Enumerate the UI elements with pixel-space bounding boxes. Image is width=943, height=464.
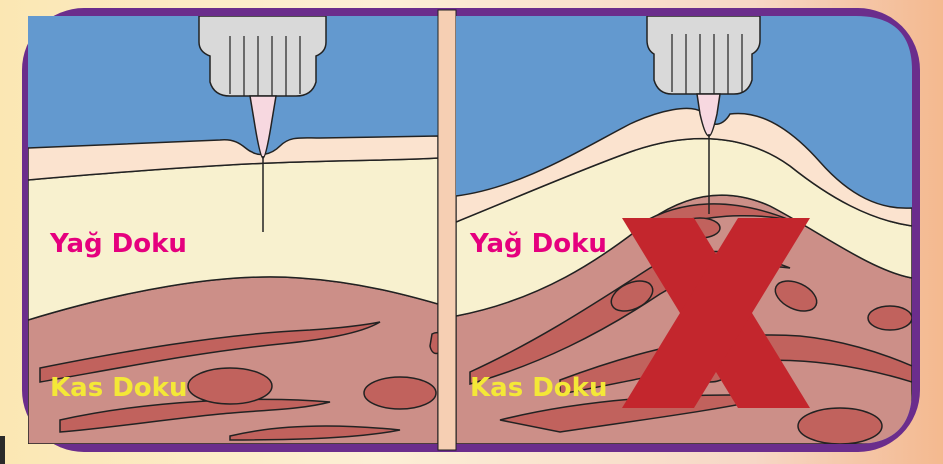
fat-tissue-label-right: Yağ Doku <box>469 229 607 259</box>
panel-divider <box>438 10 456 450</box>
edge-mark <box>0 436 5 464</box>
muscle-tissue-label-left: Kas Doku <box>50 373 187 403</box>
muscle-tissue-label-right: Kas Doku <box>470 373 607 403</box>
fat-tissue-label-left: Yağ Doku <box>49 229 187 259</box>
